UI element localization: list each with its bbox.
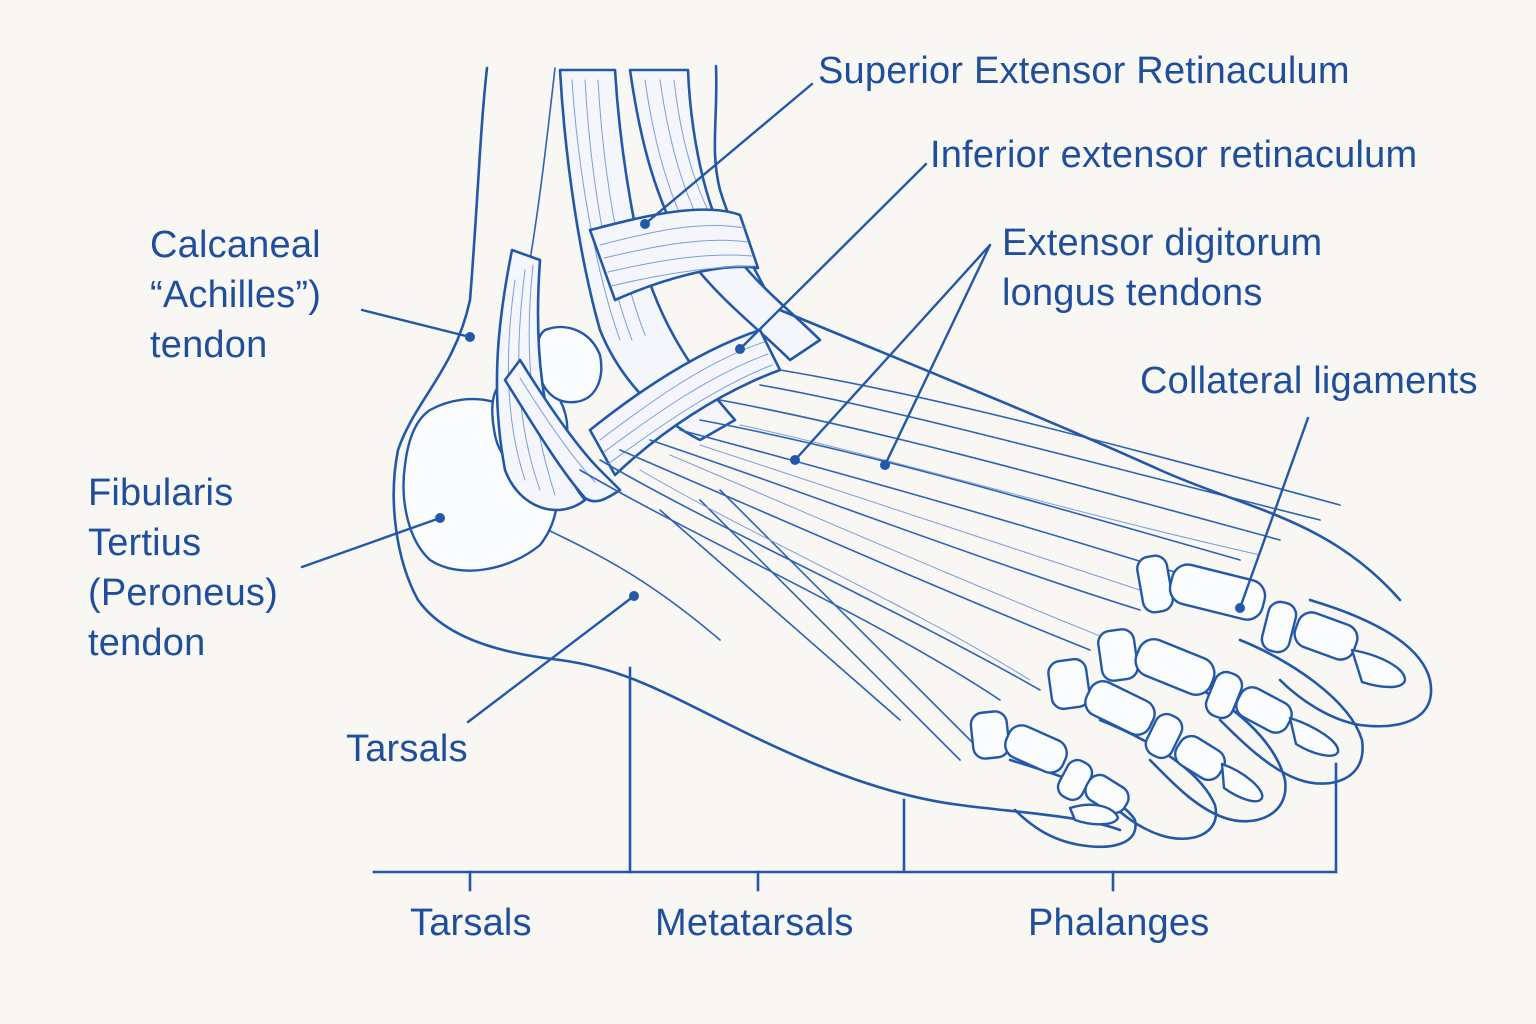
marker-fibularis-tertius — [435, 513, 445, 523]
superior-extensor-retinaculum — [588, 208, 760, 302]
leader-lines — [300, 82, 1310, 724]
label-calcaneal-line-1: Calcaneal — [150, 224, 321, 266]
leader-collateral-ligaments — [1238, 416, 1310, 610]
leader-inferior-retinaculum — [738, 162, 928, 351]
region-scale-bar — [372, 666, 1338, 892]
scale-label-tarsals: Tarsals — [410, 902, 532, 944]
label-calcaneal-line-3: tendon — [150, 324, 268, 366]
label-extensor-digitorum-line-2: longus tendons — [1002, 272, 1263, 314]
leader-fibularis-tertius — [300, 516, 442, 569]
label-collateral-ligaments: Collateral ligaments — [1140, 360, 1478, 402]
label-extensor-digitorum: Extensor digitorum longus tendons — [1002, 218, 1322, 318]
label-superior-extensor-retinaculum: Superior Extensor Retinaculum — [818, 50, 1350, 92]
label-calcaneal-tendon: Calcaneal “Achilles”) tendon — [150, 220, 321, 370]
scale-label-phalanges: Phalanges — [1028, 902, 1210, 944]
marker-collateral-ligaments — [1235, 603, 1245, 613]
label-fibularis-line-1: Fibularis — [88, 472, 234, 514]
label-fibularis-line-4: tendon — [88, 622, 206, 664]
label-calcaneal-line-2: “Achilles”) — [150, 274, 322, 316]
marker-superior-retinaculum — [640, 219, 650, 229]
label-extensor-digitorum-line-1: Extensor digitorum — [1002, 222, 1323, 264]
leader-calcaneal-tendon — [360, 308, 472, 339]
label-fibularis-tertius: Fibularis Tertius (Peroneus) tendon — [88, 468, 278, 668]
marker-inferior-retinaculum — [735, 344, 745, 354]
label-tarsals-body: Tarsals — [346, 728, 468, 770]
dorsal-tendons — [579, 308, 1402, 761]
scale-label-metatarsals: Metatarsals — [655, 902, 854, 944]
marker-extensor-digitorum-2 — [880, 460, 890, 470]
leader-extensor-digitorum-2 — [883, 243, 992, 467]
sole-outline — [547, 529, 1122, 832]
label-inferior-extensor-retinaculum: Inferior extensor retinaculum — [930, 134, 1418, 176]
phalanx-bones — [969, 554, 1407, 826]
leg-outline — [392, 64, 777, 662]
label-fibularis-line-2: Tertius — [88, 522, 202, 564]
marker-calcaneal-tendon — [465, 332, 475, 342]
leader-tarsals — [466, 594, 636, 724]
leader-superior-retinaculum — [643, 82, 814, 226]
marker-extensor-digitorum-1 — [790, 455, 800, 465]
leader-extensor-digitorum-1 — [793, 243, 992, 462]
label-fibularis-line-3: (Peroneus) — [88, 572, 278, 614]
marker-tarsals — [629, 591, 639, 601]
